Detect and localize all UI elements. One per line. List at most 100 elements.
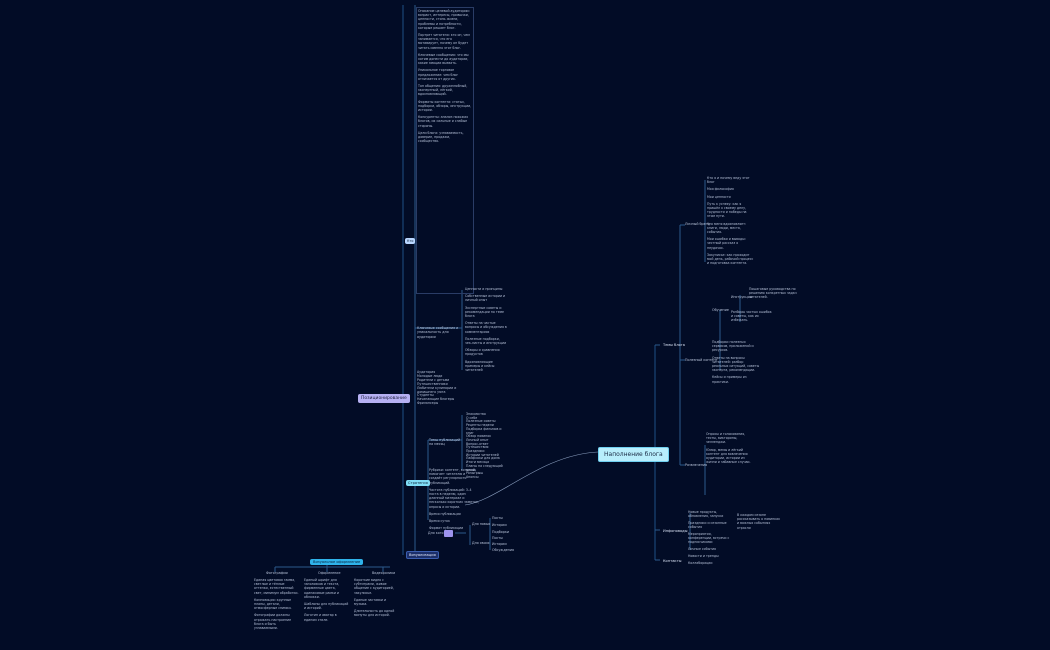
column-text: Шаблоны для публикаций и историй. xyxy=(304,602,349,611)
positioning-node[interactable]: Позиционирование xyxy=(358,394,410,403)
note: Время суток xyxy=(429,519,450,524)
note: Формат публикации xyxy=(429,526,464,531)
list-item: Знакомство xyxy=(466,412,486,416)
positioning-label: Позиционирование xyxy=(361,396,407,401)
audience-list: Аудитория Молодые люди Родители с детьми… xyxy=(417,370,465,406)
group-own[interactable]: Для своих xyxy=(472,541,490,545)
list-item: Полезные подборки, чек-листы и инструкци… xyxy=(465,336,507,346)
list-item: Моя философия xyxy=(707,187,734,192)
useful-content-node[interactable]: Полезный контент xyxy=(685,358,718,362)
list-item: Ценности и принципы xyxy=(465,287,503,291)
for-whom-node[interactable]: Для кого xyxy=(428,531,443,535)
column-text: Короткие видео с субтитрами, живое общен… xyxy=(354,578,394,595)
who-node[interactable]: Кто xyxy=(405,238,416,244)
infographic-node[interactable]: Инфоповоды xyxy=(660,527,691,535)
top-text-box xyxy=(416,7,474,294)
format-item: Посты xyxy=(492,536,503,540)
column-text: Единый шрифт для заголовков и текста, фи… xyxy=(304,578,340,599)
monthly-topics-list: Знакомство О себе Полезные советы Рецепт… xyxy=(466,412,506,480)
list-item: Вдохновляющие примеры и кейсы читателей xyxy=(465,359,495,373)
infographic-note: В каждом сезоне рассказывать о новинках … xyxy=(737,513,783,533)
list-item: Фрилансеры xyxy=(417,401,439,406)
key-messages-node[interactable]: Ключевые сообщения и уникальность для ау… xyxy=(417,326,461,339)
format-item: Истории xyxy=(492,542,507,546)
list-item: Новости и тренды xyxy=(688,554,719,558)
monthly-topics-label: Темы публикаций на месяц xyxy=(429,438,461,447)
top-text-p: Портрет читателя: кто он, чем занимается… xyxy=(418,33,470,50)
list-item: Розыгрыш xyxy=(466,471,484,476)
monthly-topics-node[interactable]: Темы публикаций на месяц xyxy=(429,438,461,447)
top-text-block: Описание целевой аудитории: возраст, инт… xyxy=(418,9,472,146)
entertainment-node[interactable]: Развлечения xyxy=(685,463,707,467)
column-text: Фотографии должны отражать настроение бл… xyxy=(254,613,292,631)
list-item: Экспертные советы и рекомендации по теме… xyxy=(465,305,505,319)
instructions-node[interactable]: Инструкции xyxy=(731,295,752,299)
top-text-p: Уникальное торговое предложение: чем бло… xyxy=(418,68,459,81)
note: Разборы частых ошибок и советы, как их и… xyxy=(731,310,772,323)
top-text-p: Форматы контента: статьи, подборки, обзо… xyxy=(418,99,472,113)
who-label: Кто xyxy=(407,239,414,243)
visualization-label: Визуализация xyxy=(409,553,436,557)
list-item: Рецепты недели xyxy=(466,423,494,428)
strategy-notes: Рубрики: контент, который помогает читат… xyxy=(429,468,479,533)
strategy-node[interactable]: Стратегия xyxy=(406,480,430,486)
strategy-label: Стратегия xyxy=(408,481,428,485)
infographic-label: Инфоповоды xyxy=(663,529,688,533)
list-item: Студенты xyxy=(417,393,434,398)
list-item: Вопрос-ответ xyxy=(466,441,489,446)
contacts-label: Контакты xyxy=(663,559,682,563)
list-item: Новые продукты, обновления, запуски xyxy=(688,510,724,518)
list-item: Кто я и почему веду этот блог xyxy=(707,176,750,185)
blog-topics-label: Темы блога xyxy=(663,343,685,347)
column-header: Видеоролики xyxy=(372,571,396,575)
list-item: Обзор новинок xyxy=(466,434,492,439)
column-video: Короткие видео с субтитрами, живое общен… xyxy=(354,578,400,621)
root-node[interactable]: Наполнение блога xyxy=(598,447,669,462)
list-item: Любители кулинарии и домашнего уюта xyxy=(417,385,457,394)
note: Пошаговые руководства по решению конкрет… xyxy=(749,287,797,300)
format-chip[interactable] xyxy=(444,530,453,537)
list-item: Путешественники xyxy=(417,381,448,386)
list-item: Молодые люди xyxy=(417,373,443,378)
list-item: Ответы на частые вопросы и обсуждения в … xyxy=(465,321,507,334)
list-item: Лайфхаки для дома xyxy=(466,456,500,461)
group-new[interactable]: Для новых xyxy=(472,522,490,526)
top-text-p: Тон общения: дружелюбный, экспертный, лё… xyxy=(418,84,468,97)
list-item: Планы на следующий месяц xyxy=(466,463,503,472)
column-design: Единый шрифт для заголовков и текста, фи… xyxy=(304,578,350,625)
list-item: О себе xyxy=(466,415,478,420)
instructions-label: Инструкции xyxy=(731,295,752,299)
top-text-p: Описание целевой аудитории: возраст, инт… xyxy=(418,9,470,30)
list-item: Родители с детьми xyxy=(417,377,450,382)
entertainment-list: Опросы и голосования, тесты, викторины, … xyxy=(706,432,754,467)
format-item: Истории xyxy=(492,523,507,527)
key-messages-label: Ключевые сообщения и уникальность для ау… xyxy=(417,326,459,339)
group-label: Для своих xyxy=(472,541,490,545)
list-item: Ответы на вопросы читателей: разбор реал… xyxy=(712,355,760,373)
contacts-node[interactable]: Контакты xyxy=(660,557,685,565)
personal-brand-node[interactable]: Личный бренд xyxy=(685,222,710,226)
list-item: Собственные истории и личный опыт xyxy=(465,294,506,303)
list-item: Анонсы xyxy=(466,474,479,479)
list-item: Начинающие блогеры xyxy=(417,397,455,402)
visualization-node[interactable]: Визуализация xyxy=(406,551,439,559)
useful-content-label: Полезный контент xyxy=(685,358,718,362)
list-item: Закулисье: как проходит мой день, рабочи… xyxy=(707,252,754,266)
list-item: Юмор, мемы и лёгкий контент для вовлечен… xyxy=(706,447,751,465)
column-photos: Единая цветовая гамма, светлые и тёплые … xyxy=(254,578,300,633)
instructions-note: Пошаговые руководства по решению конкрет… xyxy=(749,287,797,303)
column-text: Единая цветовая гамма, светлые и тёплые … xyxy=(254,578,299,595)
list-item: Полезные советы xyxy=(466,419,496,424)
visual-design-node[interactable]: Визуальное оформление xyxy=(310,559,364,565)
blog-topics-node[interactable]: Темы блога xyxy=(660,341,688,349)
format-item: Обсуждения xyxy=(492,548,514,552)
list-item: Опросы и голосования, тесты, викторины, … xyxy=(706,432,746,445)
education-node[interactable]: Обучение xyxy=(712,308,729,312)
root-label: Наполнение блога xyxy=(604,451,663,458)
format-item: Посты xyxy=(492,516,503,520)
personal-brand-label: Личный бренд xyxy=(685,222,711,226)
entertainment-label: Развлечения xyxy=(685,463,708,467)
top-text-p: Конкуренты: анализ похожих блогов, их си… xyxy=(418,115,469,128)
list-item: Обзоры и сравнения продуктов xyxy=(465,348,500,357)
